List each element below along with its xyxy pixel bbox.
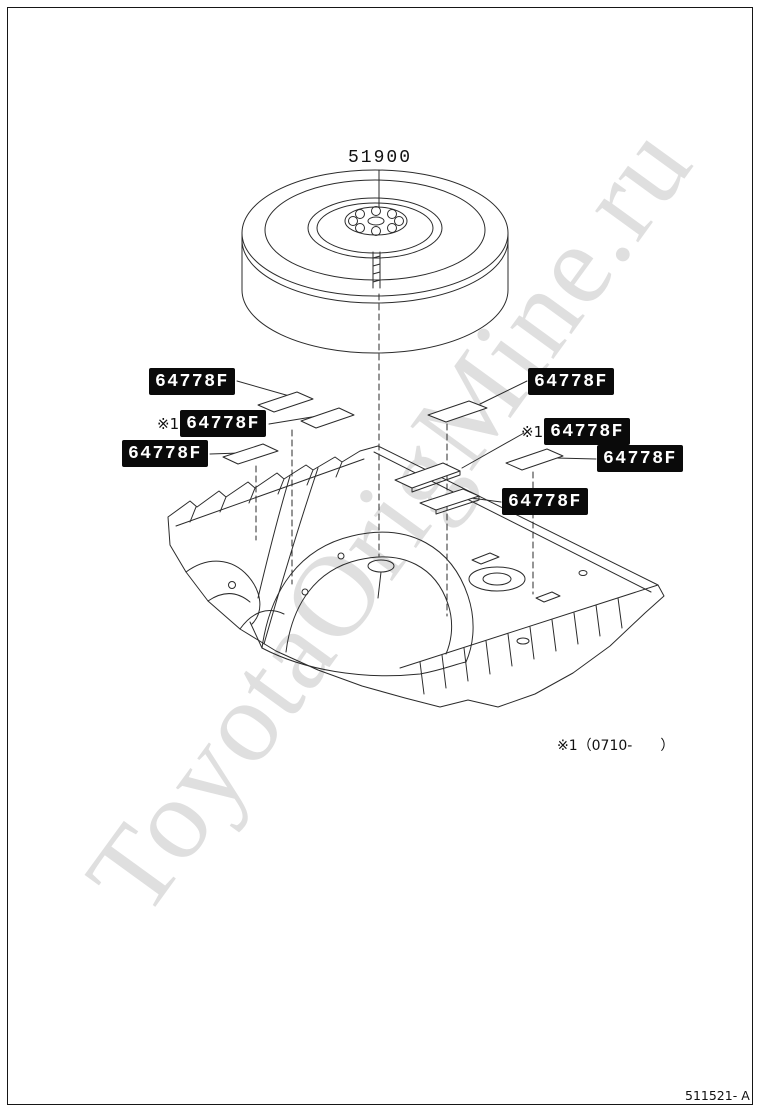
part-number-plate: 64778F bbox=[180, 410, 266, 437]
part-number-plate: 64778F bbox=[528, 368, 614, 395]
part-callout-64778F-7: 64778F bbox=[501, 488, 588, 515]
hold-down-bolt bbox=[372, 251, 381, 289]
part-callout-64778F-6: 64778F bbox=[596, 445, 683, 472]
pad-part bbox=[394, 462, 461, 489]
part-callout-64778F-3: 64778F bbox=[121, 440, 208, 467]
pad-part bbox=[257, 391, 314, 413]
part-number-plate: 64778F bbox=[149, 368, 235, 395]
footnote: ※1（0710- ） bbox=[557, 738, 675, 754]
note-marker: ※1 bbox=[157, 414, 180, 433]
part-number-plate: 64778F bbox=[502, 488, 588, 515]
part-callout-64778F-1: 64778F bbox=[148, 368, 235, 395]
floor-pan-drawing bbox=[167, 445, 665, 708]
part-number-plate: 64778F bbox=[544, 418, 630, 445]
pad-parts bbox=[222, 391, 564, 515]
sheet-number: 511521- A bbox=[685, 1088, 750, 1103]
spare-tire-drawing bbox=[241, 169, 509, 354]
part-number-plate: 64778F bbox=[597, 445, 683, 472]
part-callout-64778F-2: ※1 64778F bbox=[157, 410, 266, 437]
part-callout-64778F-4: 64778F bbox=[527, 368, 614, 395]
pad-part bbox=[427, 400, 488, 423]
part-callout-51900: 51900 bbox=[348, 148, 413, 168]
leader-lines bbox=[209, 380, 597, 503]
pad-part bbox=[300, 407, 355, 429]
note-marker: ※1 bbox=[521, 422, 544, 441]
pad-part bbox=[222, 443, 279, 465]
part-number-plate: 64778F bbox=[122, 440, 208, 467]
pad-part bbox=[505, 448, 564, 471]
pad-part bbox=[419, 488, 480, 511]
part-callout-64778F-5: ※1 64778F bbox=[521, 418, 630, 445]
